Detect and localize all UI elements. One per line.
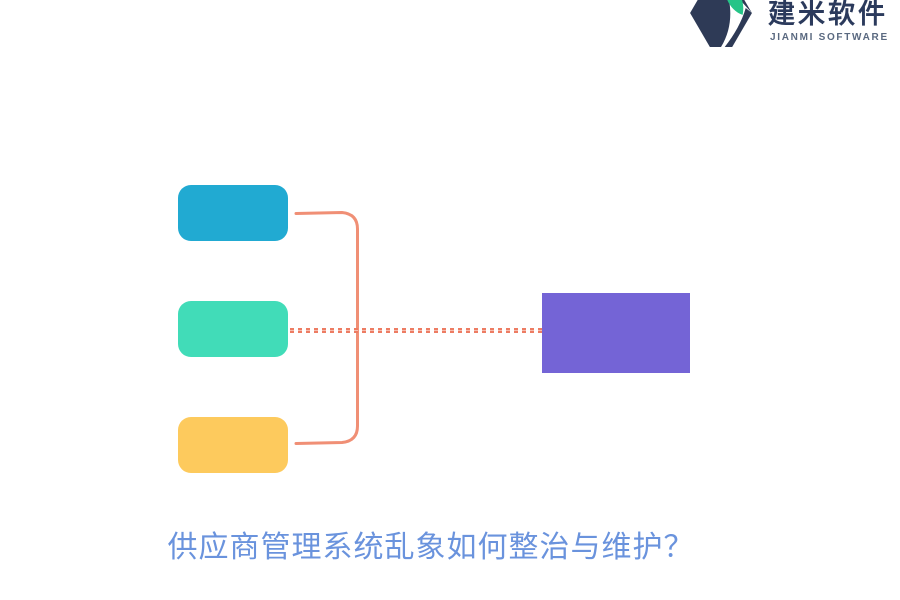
logo-subtitle: JIANMI SOFTWARE bbox=[770, 32, 889, 43]
dotted-connector bbox=[290, 328, 542, 333]
logo: 建米软件 JIANMI SOFTWARE bbox=[690, 0, 900, 60]
logo-name: 建米软件 bbox=[768, 0, 888, 29]
diagram-node-bottom bbox=[178, 417, 288, 473]
diagram-node-top bbox=[178, 185, 288, 241]
caption-title: 供应商管理系统乱象如何整治与维护？ bbox=[167, 531, 695, 564]
diagram-node-right bbox=[542, 293, 690, 373]
diagram-node-middle bbox=[178, 301, 288, 357]
jianmi-logo-icon bbox=[690, 0, 752, 47]
